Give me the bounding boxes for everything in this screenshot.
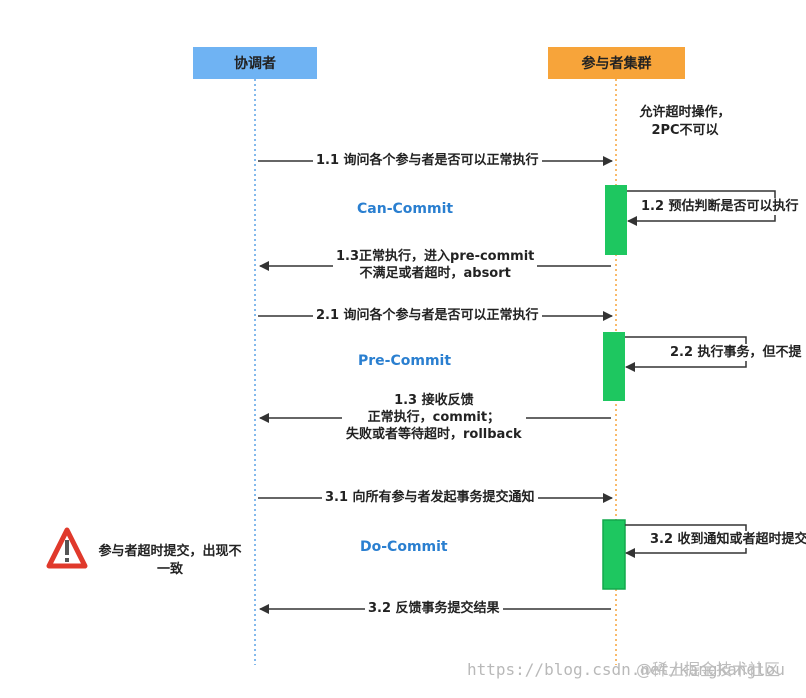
message-2-3-line-3: 失败或者等待超时，rollback (346, 427, 522, 442)
timeout-note: 允许超时操作， 2PC不可以 (630, 104, 740, 140)
coordinator-actor: 协调者 (193, 47, 317, 79)
warning-note-line-1: 参与者超时提交，出现不 (98, 544, 242, 559)
message-2-3-line-1: 1.3 接收反馈 (394, 393, 474, 408)
message-2-3: 1.3 接收反馈 正常执行，commit； 失败或者等待超时，rollback (342, 392, 526, 443)
message-3-3: 3.2 反馈事务提交结果 (365, 600, 503, 617)
watermark-url: https://blog.csdn.net/kangkanglou (467, 660, 785, 679)
activation-bar-1 (605, 185, 627, 255)
phase-pre-commit: Pre-Commit (358, 353, 452, 369)
warning-note: 参与者超时提交，出现不 一致 (90, 543, 250, 579)
activation-bar-3 (602, 519, 626, 590)
message-1-3-line-2: 不满足或者超时，absort (359, 266, 511, 281)
message-2-2: 2.2 执行事务，但不提 (668, 344, 804, 361)
message-3-1: 3.1 向所有参与者发起事务提交通知 (322, 489, 538, 506)
coordinator-label: 协调者 (234, 56, 276, 72)
phase-can-commit: Can-Commit (357, 201, 454, 217)
message-3-2: 3.2 收到通知或者超时提交 (648, 531, 806, 548)
message-1-2: 1.2 预估判断是否可以执行 (639, 198, 801, 215)
message-1-3: 1.3正常执行，进入pre-commit 不满足或者超时，absort (333, 248, 538, 282)
message-2-1: 2.1 询问各个参与者是否可以正常执行 (313, 307, 542, 324)
participants-label: 参与者集群 (581, 56, 652, 72)
timeout-note-line-2: 2PC不可以 (651, 123, 719, 138)
timeout-note-line-1: 允许超时操作， (639, 105, 731, 120)
watermark-site: @稀土掘金技术社区 (636, 660, 781, 679)
participants-actor: 参与者集群 (548, 47, 685, 79)
warning-icon (46, 527, 88, 569)
message-2-3-line-2: 正常执行，commit； (367, 410, 501, 425)
phase-do-commit: Do-Commit (360, 539, 448, 555)
warning-note-line-2: 一致 (156, 562, 183, 577)
activation-bar-2 (603, 332, 625, 401)
message-1-3-line-1: 1.3正常执行，进入pre-commit (336, 249, 535, 264)
message-1-1: 1.1 询问各个参与者是否可以正常执行 (313, 152, 542, 169)
